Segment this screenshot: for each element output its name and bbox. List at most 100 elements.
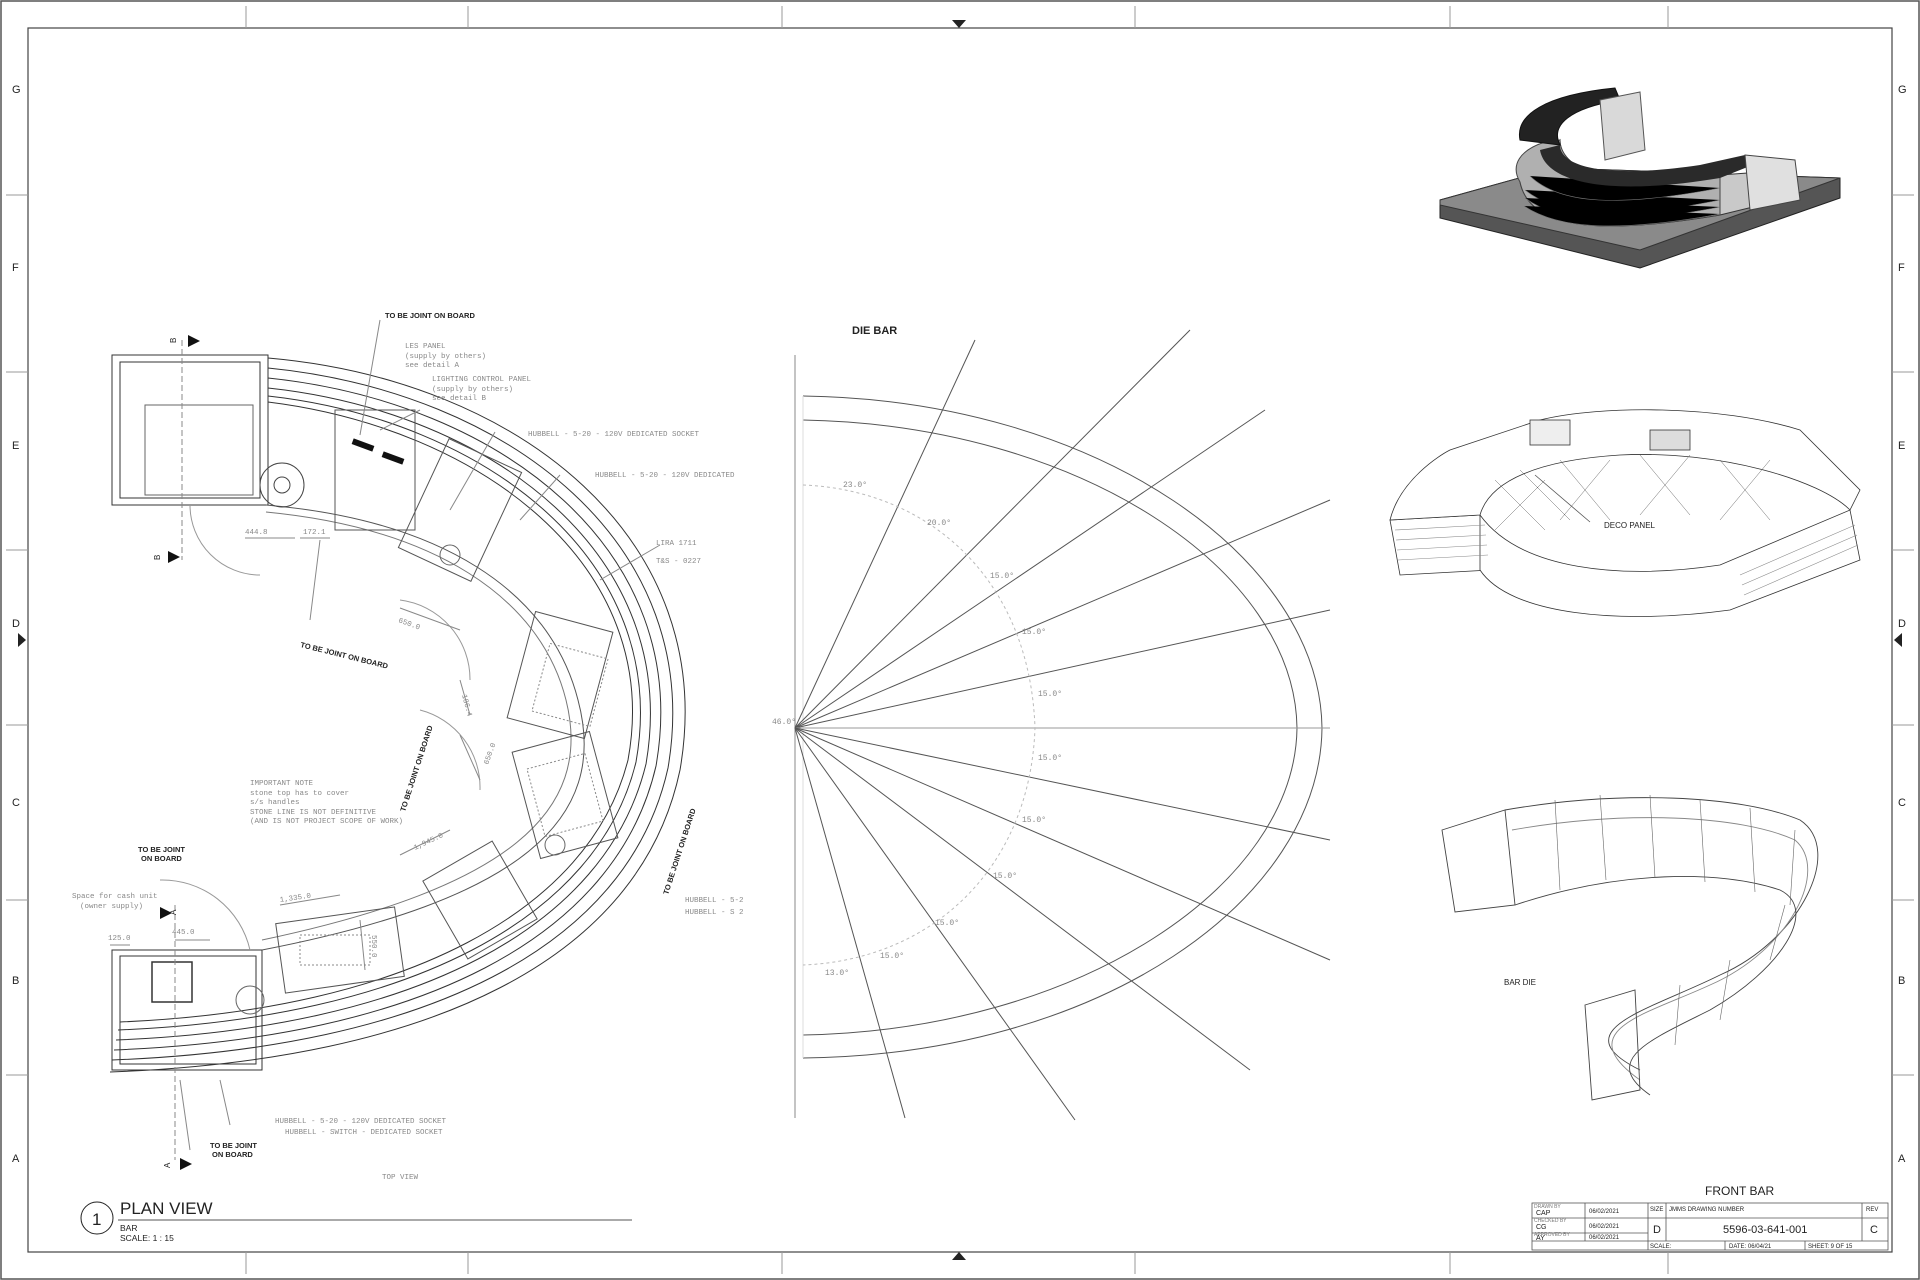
note-ts: T&S - 0227 xyxy=(656,558,701,566)
title-block xyxy=(1531,1202,1889,1251)
dim-445: 445.0 xyxy=(172,929,195,937)
tb-sheet: SHEET: 9 OF 15 xyxy=(1808,1244,1853,1250)
angle-label-1: 23.0° xyxy=(843,481,867,490)
tb-rev: C xyxy=(1870,1224,1878,1236)
angle-label-11: 13.0° xyxy=(825,969,849,978)
note-joint-bottom-2: ON BOARD xyxy=(212,1150,253,1159)
note-les-panel-3: see detail A xyxy=(405,362,460,370)
note-cash-2: (owner supply) xyxy=(80,903,143,911)
tb-scale-label: SCALE: xyxy=(1650,1244,1672,1250)
tb-dwg-number: 5596-03-641-001 xyxy=(1723,1224,1807,1236)
row-label-a-right: A xyxy=(1898,1153,1906,1165)
note-important-5: (AND IS NOT PROJECT SCOPE OF WORK) xyxy=(250,818,403,826)
note-hubbell-b1: HUBBELL - 5-20 - 120V DEDICATED SOCKET xyxy=(275,1118,447,1126)
note-hubbell-b2: HUBBELL - SWITCH - DEDICATED SOCKET xyxy=(285,1129,443,1137)
note-lighting-2: (supply by others) xyxy=(432,386,513,394)
section-label-a-top: A xyxy=(169,909,178,915)
label-bar-die: BAR DIE xyxy=(1504,978,1536,987)
row-label-a-left: A xyxy=(12,1153,20,1165)
angle-label-4: 15.0° xyxy=(1022,628,1046,637)
section-label-a-bottom: A xyxy=(163,1162,172,1168)
angle-label-2: 20.0° xyxy=(927,519,951,528)
angle-label-10: 15.0° xyxy=(880,952,904,961)
center-marker-top xyxy=(952,20,966,28)
note-lighting: LIGHTING CONTROL PANEL xyxy=(432,376,532,384)
section-arrow-b-top xyxy=(188,335,200,347)
die-bar-title: DIE BAR xyxy=(852,325,897,337)
angle-label-5: 15.0° xyxy=(1038,690,1062,699)
tb-drawn-by: CAP xyxy=(1536,1210,1551,1217)
view-title: PLAN VIEW xyxy=(120,1199,213,1218)
tb-checked-date: 06/02/2021 xyxy=(1589,1224,1620,1230)
tb-date: DATE: 06/04/21 xyxy=(1729,1244,1772,1250)
note-joint-top: TO BE JOINT ON BOARD xyxy=(385,311,475,320)
section-label-b-bottom: B xyxy=(153,555,162,560)
row-label-g-left: G xyxy=(12,84,21,96)
tb-dwg-label: JMMS DRAWING NUMBER xyxy=(1669,1207,1745,1213)
tb-size-label: SIZE xyxy=(1650,1207,1663,1213)
note-lighting-3: see detail B xyxy=(432,395,487,403)
note-joint-right: TO BE JOINT ON BOARD xyxy=(661,807,698,896)
angle-label-9: 15.0° xyxy=(935,919,959,928)
note-important-3: s/s handles xyxy=(250,799,300,807)
dim-172: 172.1 xyxy=(303,529,326,537)
angle-label-8: 15.0° xyxy=(993,872,1017,881)
view-number: 1 xyxy=(92,1210,101,1229)
dim-650-a: 650.0 xyxy=(397,617,421,632)
section-arrow-a-bottom xyxy=(180,1158,192,1170)
note-top-view: TOP VIEW xyxy=(382,1174,419,1182)
note-hubbell-2: HUBBELL - 5-20 - 120V DEDICATED xyxy=(595,472,735,480)
note-joint-diag: TO BE JOINT ON BOARD xyxy=(398,724,435,813)
tb-approved-by: AY xyxy=(1536,1235,1545,1242)
note-joint-bottom-1: TO BE JOINT xyxy=(210,1141,257,1150)
isometric-bar-solid xyxy=(1439,87,1841,269)
section-label-b-top: B xyxy=(169,338,178,343)
note-important-2: stone top has to cover xyxy=(250,790,349,798)
dim-1945: 1,945.0 xyxy=(413,832,445,853)
section-arrow-b-bottom xyxy=(168,551,180,563)
row-label-d-right: D xyxy=(1898,618,1906,630)
note-lira: LIRA 1711 xyxy=(656,540,697,548)
tb-rev-label: REV xyxy=(1866,1207,1878,1213)
row-label-e-left: E xyxy=(12,440,19,452)
note-les-panel-2: (supply by others) xyxy=(405,353,486,361)
view-scale: SCALE: 1 : 15 xyxy=(120,1233,174,1243)
note-hubbell-1: HUBBELL - 5-20 - 120V DEDICATED SOCKET xyxy=(528,431,700,439)
note-cash-1: Space for cash unit xyxy=(72,893,158,901)
row-label-d-left: D xyxy=(12,618,20,630)
dim-444: 444.8 xyxy=(245,529,268,537)
center-marker-right xyxy=(1894,633,1902,647)
row-label-b-right: B xyxy=(1898,975,1905,987)
row-label-c-left: C xyxy=(12,797,20,809)
row-label-c-right: C xyxy=(1898,797,1906,809)
row-label-g-right: G xyxy=(1898,84,1907,96)
angle-label-6: 15.0° xyxy=(1038,754,1062,763)
view-sub: BAR xyxy=(120,1223,137,1233)
inner-border xyxy=(27,27,1893,1253)
row-label-f-right: F xyxy=(1898,262,1905,274)
column-ticks xyxy=(6,6,1914,1274)
plan-view-drawing xyxy=(109,319,686,1160)
dim-650-b: 650.0 xyxy=(483,742,498,766)
tb-approved-label: APPROVED BY xyxy=(1534,1232,1571,1238)
note-hubbell-r2: HUBBELL - S 2 xyxy=(685,909,744,917)
note-les-panel: LES PANEL xyxy=(405,343,446,351)
dim-1335: 1,335.0 xyxy=(279,893,312,905)
note-hubbell-r1: HUBBELL - 5-2 xyxy=(685,897,744,905)
tb-checked-by: CG xyxy=(1536,1224,1547,1231)
row-label-e-right: E xyxy=(1898,440,1905,452)
angle-label-center: 46.0° xyxy=(772,718,796,727)
dim-125: 125.0 xyxy=(108,935,131,943)
label-deco-panel: DECO PANEL xyxy=(1604,521,1656,530)
angle-label-7: 15.0° xyxy=(1022,816,1046,825)
view-number-bubble xyxy=(80,1201,114,1235)
row-label-b-left: B xyxy=(12,975,19,987)
note-joint-mid: TO BE JOINT ON BOARD xyxy=(300,640,390,671)
dim-186: 186.4 xyxy=(459,694,473,718)
tb-checked-label: CHECKED BY xyxy=(1534,1218,1567,1224)
angle-label-3: 15.0° xyxy=(990,572,1014,581)
sheet-title: FRONT BAR xyxy=(1705,1184,1774,1198)
tb-size: D xyxy=(1653,1224,1661,1236)
